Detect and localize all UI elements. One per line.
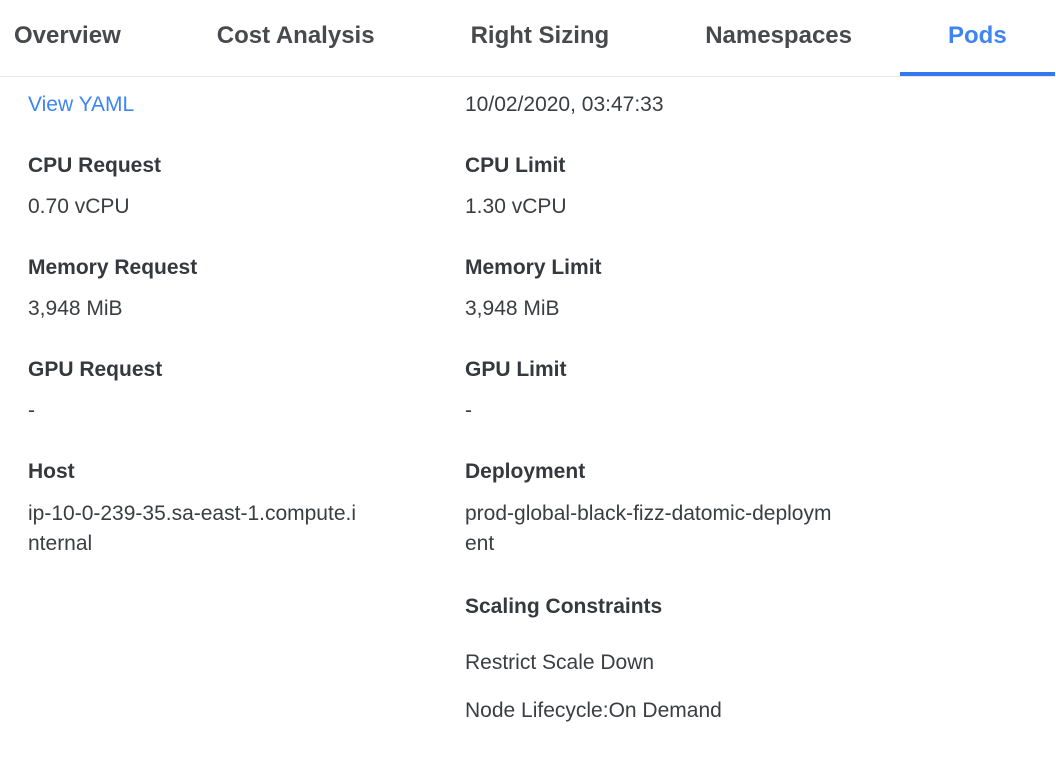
field-value: 0.70 vCPU xyxy=(28,195,130,218)
field-memory-request: Memory Request 3,948 MiB xyxy=(28,254,465,322)
field-gpu-request: GPU Request - xyxy=(28,356,465,424)
scaling-constraint-item: Restrict Scale Down xyxy=(465,651,655,674)
field-label: Host xyxy=(28,460,75,483)
field-label: Deployment xyxy=(465,460,586,483)
creation-timestamp: 10/02/2020, 03:47:33 xyxy=(465,93,664,116)
tab-bar: Overview Cost Analysis Right Sizing Name… xyxy=(0,0,1056,77)
field-value: 1.30 vCPU xyxy=(465,195,567,218)
field-deployment: Deployment prod-global-black-fizz-datomi… xyxy=(465,458,1042,559)
field-host: Host ip-10-0-239-35.sa-east-1.compute.in… xyxy=(28,458,465,559)
field-label: GPU Limit xyxy=(465,358,567,381)
tab-right-sizing[interactable]: Right Sizing xyxy=(470,22,610,49)
field-label: Memory Limit xyxy=(465,256,602,279)
field-gpu-limit: GPU Limit - xyxy=(465,356,1042,424)
tab-pods[interactable]: Pods xyxy=(899,0,1055,76)
field-label: GPU Request xyxy=(28,358,163,381)
details-right-column: 10/02/2020, 03:47:33 CPU Limit 1.30 vCPU… xyxy=(465,91,1042,745)
field-value: 3,948 MiB xyxy=(465,297,560,320)
field-label: CPU Limit xyxy=(465,154,566,177)
tab-namespaces[interactable]: Namespaces xyxy=(705,22,852,49)
field-memory-limit: Memory Limit 3,948 MiB xyxy=(465,254,1042,322)
tab-overview[interactable]: Overview xyxy=(14,22,121,49)
field-value: - xyxy=(28,399,35,422)
details-left-column: View YAML CPU Request 0.70 vCPU Memory R… xyxy=(28,91,465,593)
view-yaml-row: View YAML xyxy=(28,91,465,118)
pod-details-panel: View YAML CPU Request 0.70 vCPU Memory R… xyxy=(0,77,1056,745)
scaling-constraint-item: Node Lifecycle:On Demand xyxy=(465,699,722,722)
field-cpu-request: CPU Request 0.70 vCPU xyxy=(28,152,465,220)
field-cpu-limit: CPU Limit 1.30 vCPU xyxy=(465,152,1042,220)
field-label: Memory Request xyxy=(28,256,198,279)
field-value: 3,948 MiB xyxy=(28,297,123,320)
scaling-constraints-section: Scaling Constraints Restrict Scale Down … xyxy=(465,593,1042,724)
scaling-constraints-label: Scaling Constraints xyxy=(465,595,663,618)
view-yaml-link[interactable]: View YAML xyxy=(28,93,135,116)
creation-time-row: 10/02/2020, 03:47:33 xyxy=(465,91,1042,118)
tab-cost-analysis[interactable]: Cost Analysis xyxy=(216,22,375,49)
field-value: - xyxy=(465,399,472,422)
host-link[interactable]: ip-10-0-239-35.sa-east-1.compute.interna… xyxy=(28,502,357,555)
field-label: CPU Request xyxy=(28,154,162,177)
deployment-link[interactable]: prod-global-black-fizz-datomic-deploymen… xyxy=(465,502,832,555)
